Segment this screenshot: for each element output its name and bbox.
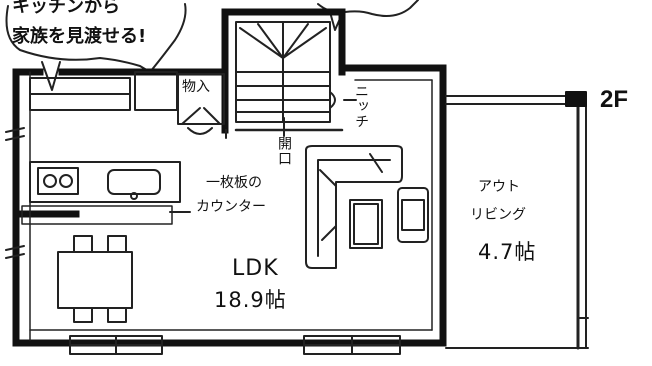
- coffee-table: [349, 199, 383, 249]
- dining-chair: [107, 235, 127, 253]
- kitchen-counter: [29, 161, 181, 203]
- dining-table: [57, 251, 133, 309]
- counter-label-line1: 一枚板の: [206, 175, 262, 191]
- dining-chair: [73, 235, 93, 253]
- niche: [329, 91, 336, 109]
- outdoor-label-line1: アウト: [478, 179, 520, 195]
- outdoor-label-line2: リビング: [470, 207, 526, 223]
- niche-label: ニッチ: [353, 84, 369, 129]
- speech-text-line1: キッチンから: [12, 0, 120, 17]
- speech-bubble-tail: [41, 61, 61, 91]
- armchair: [397, 187, 429, 243]
- ldk-room-area: 18.9帖: [214, 288, 287, 312]
- counter-top: [21, 205, 173, 225]
- dining-chair: [107, 307, 127, 323]
- stove: [37, 167, 79, 195]
- fridge-space: [134, 71, 178, 111]
- ldk-room-name: LDK: [232, 256, 279, 281]
- counter-label-line2: カウンター: [196, 199, 266, 215]
- storage-closet: [177, 73, 225, 125]
- stairwell-label: 開口: [276, 136, 292, 166]
- storage-label: 物入: [182, 79, 210, 95]
- speech-bubble: [5, 3, 187, 73]
- sofa: [305, 145, 403, 269]
- sink: [107, 169, 161, 195]
- speech-text-line2: 家族を見渡せる!: [12, 26, 147, 47]
- outdoor-area: 4.7帖: [478, 240, 537, 264]
- dining-chair: [73, 307, 93, 323]
- floor-label: 2F: [600, 86, 629, 113]
